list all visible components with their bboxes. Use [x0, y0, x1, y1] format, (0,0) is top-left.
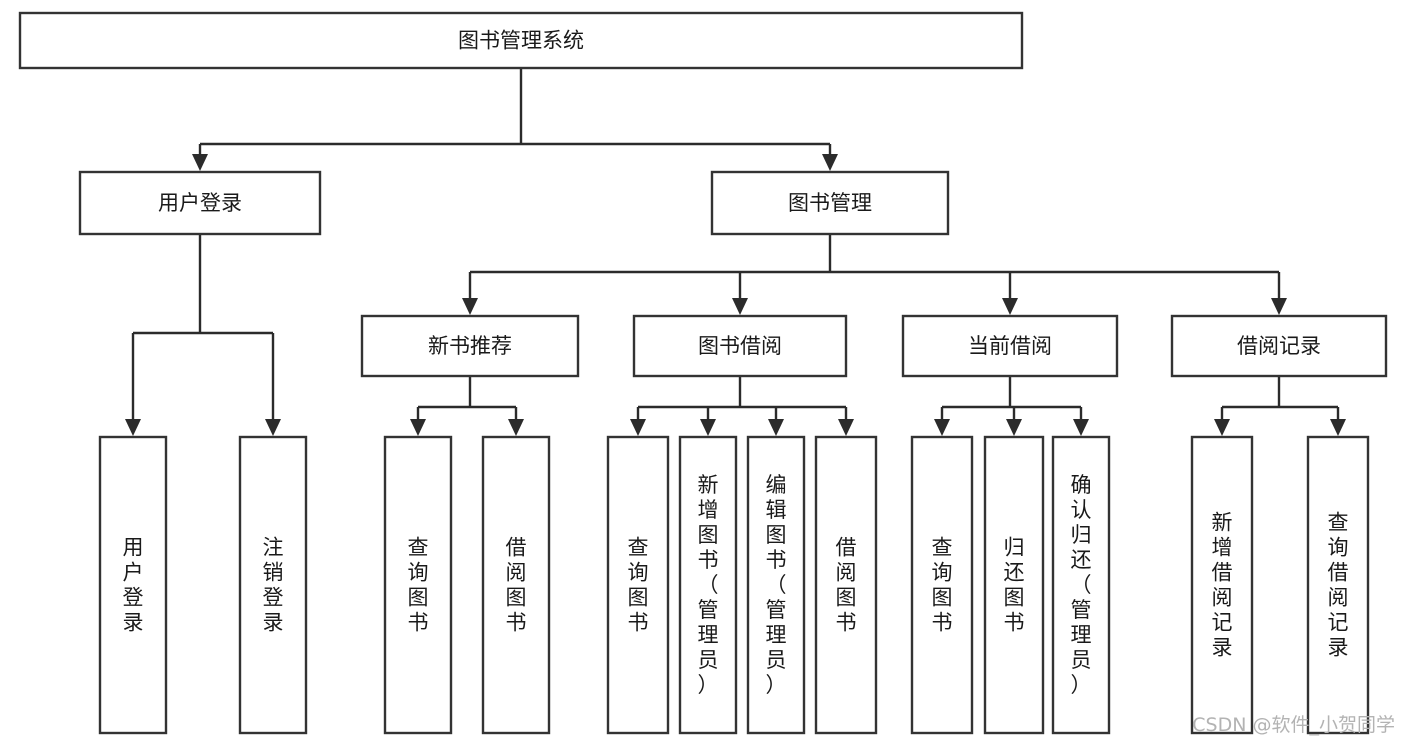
node-book-management[interactable]: 图书管理: [710, 170, 950, 236]
node-label-leaf-query-book-borrow: 查询图书: [628, 536, 649, 635]
node-label-leaf-edit-book-admin: 编辑图书（管理员）: [766, 473, 787, 697]
node-leaf-query-book-current[interactable]: 查询图书: [910, 435, 974, 735]
node-box-user-login: [78, 170, 322, 236]
arrow-head-icon: [1073, 419, 1089, 436]
arrow-head-icon: [838, 419, 854, 436]
arrow-head-icon: [822, 154, 838, 171]
arrow-head-icon: [410, 419, 426, 436]
arrow-head-icon: [768, 419, 784, 436]
node-leaf-query-book-borrow[interactable]: 查询图书: [606, 435, 670, 735]
node-label-leaf-confirm-return-admin: 确认归还（管理员）: [1071, 473, 1092, 697]
arrow-head-icon: [125, 419, 141, 436]
node-book-borrow[interactable]: 图书借阅: [632, 314, 848, 378]
node-label-leaf-add-borrow-record: 新增借阅记录: [1212, 511, 1233, 660]
connector-layer: [125, 68, 1346, 436]
node-leaf-return-book[interactable]: 归还图书: [983, 435, 1045, 735]
node-label-book-borrow: 图书借阅: [698, 334, 782, 358]
node-label-leaf-borrow-book-recommend: 借阅图书: [506, 536, 527, 635]
arrow-head-icon: [1214, 419, 1230, 436]
node-box-leaf-add-book-admin: [678, 435, 738, 735]
node-borrow-record[interactable]: 借阅记录: [1170, 314, 1388, 378]
watermark-label: CSDN @软件_小贺同学: [1192, 714, 1395, 736]
node-box-leaf-logout-login: [238, 435, 308, 735]
arrow-head-icon: [508, 419, 524, 436]
node-box-leaf-borrow-book-recommend: [481, 435, 551, 735]
connector-conn-current-to-leaves: [934, 376, 1089, 436]
node-label-book-management: 图书管理: [788, 191, 872, 215]
node-label-new-book-recommend: 新书推荐: [428, 334, 512, 358]
node-leaf-edit-book-admin[interactable]: 编辑图书（管理员）: [746, 435, 806, 735]
connector-conn-bookmgmt-to-level3: [462, 234, 1287, 315]
node-user-login[interactable]: 用户登录: [78, 170, 322, 236]
node-leaf-confirm-return-admin[interactable]: 确认归还（管理员）: [1051, 435, 1111, 735]
arrow-head-icon: [1002, 298, 1018, 315]
node-box-borrow-record: [1170, 314, 1388, 378]
arrow-head-icon: [934, 419, 950, 436]
node-leaf-add-borrow-record[interactable]: 新增借阅记录: [1190, 435, 1254, 735]
arrow-head-icon: [1006, 419, 1022, 436]
node-leaf-user-login[interactable]: 用户登录: [98, 435, 168, 735]
node-box-new-book-recommend: [360, 314, 580, 378]
node-label-borrow-record: 借阅记录: [1237, 334, 1321, 358]
node-root[interactable]: 图书管理系统: [18, 11, 1024, 70]
node-leaf-query-borrow-record[interactable]: 查询借阅记录: [1306, 435, 1370, 735]
arrow-head-icon: [700, 419, 716, 436]
node-label-leaf-user-login: 用户登录: [123, 536, 144, 635]
arrow-head-icon: [462, 298, 478, 315]
node-label-leaf-add-book-admin: 新增图书（管理员）: [698, 473, 719, 697]
node-label-current-borrow: 当前借阅: [968, 334, 1052, 358]
connector-conn-recommend-to-leaves: [410, 376, 524, 436]
node-box-leaf-query-book-current: [910, 435, 974, 735]
node-leaf-borrow-book[interactable]: 借阅图书: [814, 435, 878, 735]
node-leaf-query-book-recommend[interactable]: 查询图书: [383, 435, 453, 735]
node-box-leaf-edit-book-admin: [746, 435, 806, 735]
node-box-leaf-user-login: [98, 435, 168, 735]
node-label-leaf-return-book: 归还图书: [1004, 536, 1025, 635]
arrow-head-icon: [265, 419, 281, 436]
node-box-root: [18, 11, 1024, 70]
arrow-head-icon: [732, 298, 748, 315]
node-box-leaf-query-book-recommend: [383, 435, 453, 735]
node-current-borrow[interactable]: 当前借阅: [901, 314, 1119, 378]
node-label-leaf-query-borrow-record: 查询借阅记录: [1328, 511, 1349, 660]
arrow-head-icon: [1330, 419, 1346, 436]
node-box-book-borrow: [632, 314, 848, 378]
arrow-head-icon: [1271, 298, 1287, 315]
node-box-leaf-borrow-book: [814, 435, 878, 735]
node-box-leaf-confirm-return-admin: [1051, 435, 1111, 735]
connector-conn-record-to-leaves: [1214, 376, 1346, 436]
connector-conn-userlogin-to-leaves: [125, 234, 281, 436]
node-label-user-login: 用户登录: [158, 191, 242, 215]
node-box-leaf-query-book-borrow: [606, 435, 670, 735]
node-layer: 图书管理系统用户登录图书管理新书推荐图书借阅当前借阅借阅记录用户登录注销登录查询…: [18, 11, 1388, 735]
node-box-current-borrow: [901, 314, 1119, 378]
connector-conn-borrow-to-leaves: [630, 376, 854, 436]
node-box-leaf-query-borrow-record: [1306, 435, 1370, 735]
node-label-leaf-query-book-recommend: 查询图书: [408, 536, 429, 635]
node-leaf-add-book-admin[interactable]: 新增图书（管理员）: [678, 435, 738, 735]
node-box-leaf-return-book: [983, 435, 1045, 735]
arrow-head-icon: [192, 154, 208, 171]
node-label-leaf-query-book-current: 查询图书: [932, 536, 953, 635]
node-box-leaf-add-borrow-record: [1190, 435, 1254, 735]
node-new-book-recommend[interactable]: 新书推荐: [360, 314, 580, 378]
node-label-root: 图书管理系统: [458, 29, 584, 53]
node-leaf-borrow-book-recommend[interactable]: 借阅图书: [481, 435, 551, 735]
arrow-head-icon: [630, 419, 646, 436]
node-label-leaf-borrow-book: 借阅图书: [836, 536, 857, 635]
node-leaf-logout-login[interactable]: 注销登录: [238, 435, 308, 735]
node-box-book-management: [710, 170, 950, 236]
connector-conn-root-to-level2: [192, 68, 838, 171]
node-label-leaf-logout-login: 注销登录: [263, 536, 284, 635]
